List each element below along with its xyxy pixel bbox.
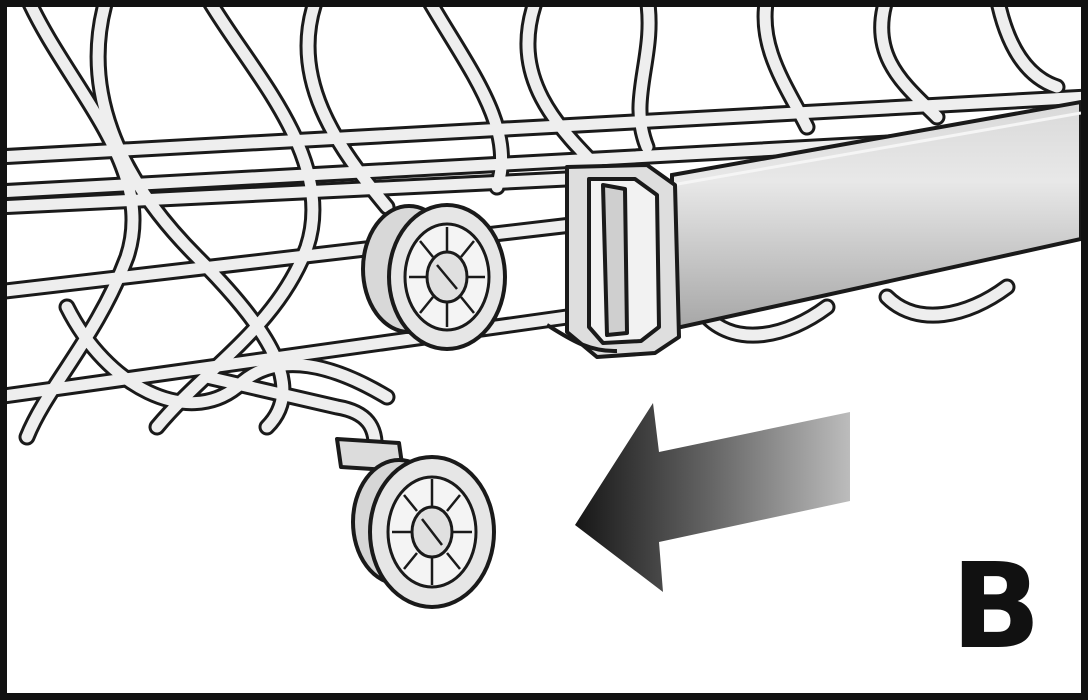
- fixed-roller: [363, 205, 505, 349]
- direction-arrow: [575, 403, 850, 592]
- panel-letter-label: B: [951, 547, 1041, 665]
- dishwasher-rack-roller-illustration: [7, 7, 1081, 693]
- rail-clip: [547, 165, 679, 357]
- roller-detached: [337, 439, 494, 607]
